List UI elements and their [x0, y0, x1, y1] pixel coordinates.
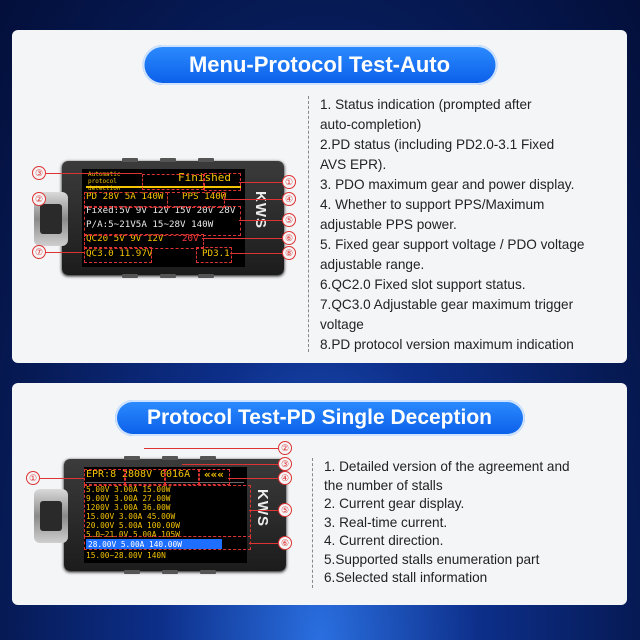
- callout-4: ④: [282, 192, 296, 206]
- screen-fixed: Fixed:5V 9V 12V 15V 20V 28V: [86, 205, 236, 216]
- screen-qc20-red: 20V: [182, 233, 199, 244]
- screen-epr: EPR:8: [86, 469, 117, 480]
- screen-direction: «««: [204, 468, 224, 481]
- brand-logo: KWS: [252, 191, 269, 229]
- screen-pd: PD 28V 5A 140W: [86, 191, 164, 202]
- stall-row: 1200V 3.00A 36.00W: [86, 503, 171, 512]
- description-line: adjustable PPS power.: [320, 217, 457, 232]
- screen-current: 0016A: [160, 469, 191, 480]
- section-title: Menu-Protocol Test-Auto: [142, 45, 497, 85]
- description-line: AVS EPR).: [320, 157, 387, 172]
- description-line: auto-completion): [320, 117, 422, 132]
- screen-pps: PPS 140W: [182, 191, 227, 202]
- callout-6: ⑥: [278, 536, 292, 550]
- stall-row: 15.00~28.00V 140N: [86, 551, 166, 560]
- screen-pa: P/A:5~21V5A 15~28V 140W: [86, 219, 214, 230]
- callout-6: ⑥: [282, 231, 296, 245]
- stall-row: 5.0~21.0V 5.00A 105W: [86, 530, 180, 539]
- section-title: Protocol Test-PD Single Deception: [114, 400, 525, 436]
- callout-2: ②: [278, 441, 292, 455]
- description-list: 1. Status indication (prompted after aut…: [320, 95, 620, 355]
- screen-qc30: QC3.0 11.97V: [86, 248, 153, 259]
- screen-pd31: PD3.1: [202, 248, 230, 259]
- stall-row: 15.00V 3.00A 45.00W: [86, 512, 176, 521]
- screen-qc20: QC20 5V 9V 12V: [86, 233, 164, 244]
- description-line: 2. Current gear display.: [324, 496, 465, 511]
- description-line: 7.QC3.0 Adjustable gear maximum trigger: [320, 297, 574, 312]
- description-line: 3. PDO maximum gear and power display.: [320, 177, 575, 192]
- description-line: 6.QC2.0 Fixed slot support status.: [320, 277, 526, 292]
- callout-1: ①: [282, 175, 296, 189]
- callout-3: ③: [32, 166, 46, 180]
- panel-pd-single-deception: Protocol Test-PD Single Deception EPR:8 …: [12, 383, 627, 605]
- description-line: the number of stalls: [324, 477, 443, 493]
- callout-3: ③: [278, 457, 292, 471]
- description-line: 8.PD protocol version maximum indication: [320, 337, 574, 352]
- description-line: 4. Whether to support PPS/Maximum: [320, 197, 545, 212]
- tester-device: Automatic protocol detection Finished PD…: [62, 158, 284, 278]
- usb-c-plug: [34, 489, 68, 543]
- screen-header: Automatic protocol detection: [88, 171, 121, 192]
- stall-row-selected: 28.00V 5.00A 140.00W: [88, 540, 182, 549]
- stall-row: 9.00V 3.00A 27.00W: [86, 494, 171, 503]
- description-line: adjustable range.: [320, 257, 425, 272]
- callout-5: ⑤: [282, 213, 296, 227]
- callout-1: ①: [26, 471, 40, 485]
- description-line: 6.Selected stall information: [324, 570, 488, 585]
- description-line: voltage: [320, 317, 364, 332]
- stall-row: 20.00V 5.00A 100.00W: [86, 521, 180, 530]
- description-list: 1. Detailed version of the agreement and…: [324, 458, 619, 588]
- description-line: 4. Current direction.: [324, 533, 444, 548]
- screen-voltage: 2808V: [122, 469, 153, 480]
- stall-row: 5.00V 3.00A 15.00W: [86, 485, 171, 494]
- device-screen: Automatic protocol detection Finished PD…: [82, 169, 245, 267]
- callout-2: ②: [32, 192, 46, 206]
- callout-4: ④: [278, 471, 292, 485]
- description-line: 5. Fixed gear support voltage / PDO volt…: [320, 237, 585, 252]
- description-line: 1. Detailed version of the agreement and: [324, 459, 570, 474]
- brand-logo: KWS: [254, 489, 271, 527]
- panel-menu-protocol-auto: Menu-Protocol Test-Auto Automatic protoc…: [12, 30, 627, 363]
- description-line: 5.Supported stalls enumeration part: [324, 551, 540, 567]
- description-line: 2.PD status (including PD2.0-3.1 Fixed: [320, 137, 555, 152]
- callout-5: ⑤: [278, 503, 292, 517]
- description-line: 1. Status indication (prompted after: [320, 97, 532, 112]
- callout-7: ⑦: [32, 245, 46, 259]
- description-line: 3. Real-time current.: [324, 514, 448, 530]
- callout-8: ⑧: [282, 246, 296, 260]
